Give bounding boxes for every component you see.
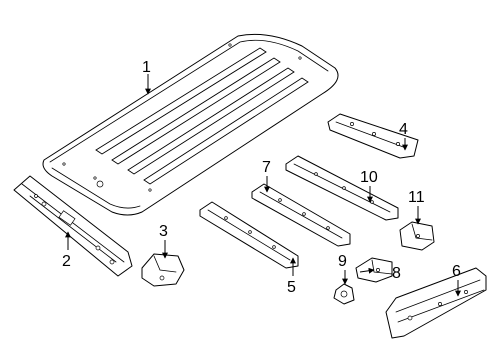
callout-10: 10 xyxy=(360,169,378,186)
callout-6: 6 xyxy=(452,263,461,280)
roof-panel xyxy=(42,33,339,216)
bracket-11 xyxy=(399,221,435,251)
callout-4: 4 xyxy=(399,121,408,138)
callout-5: 5 xyxy=(287,279,296,296)
bracket-3 xyxy=(141,253,185,287)
callout-7: 7 xyxy=(262,159,271,176)
callout-labels: 1 2 3 4 5 6 7 8 9 10 11 xyxy=(62,59,461,296)
side-rail-reinforcement xyxy=(385,267,487,339)
fastener-9 xyxy=(333,283,355,305)
front-header-panel xyxy=(13,175,133,277)
roof-bow-5 xyxy=(199,201,299,269)
callout-3: 3 xyxy=(159,223,168,240)
rear-header-reinforcement xyxy=(327,113,419,159)
callout-11: 11 xyxy=(408,189,425,206)
callout-1: 1 xyxy=(142,59,151,76)
roof-bow-7 xyxy=(251,183,351,247)
roof-ribs xyxy=(95,47,309,185)
roof-bow-10 xyxy=(285,155,399,221)
callout-8: 8 xyxy=(392,265,401,282)
leader-lines xyxy=(65,74,461,297)
callout-9: 9 xyxy=(338,253,347,270)
callout-2: 2 xyxy=(62,253,71,270)
